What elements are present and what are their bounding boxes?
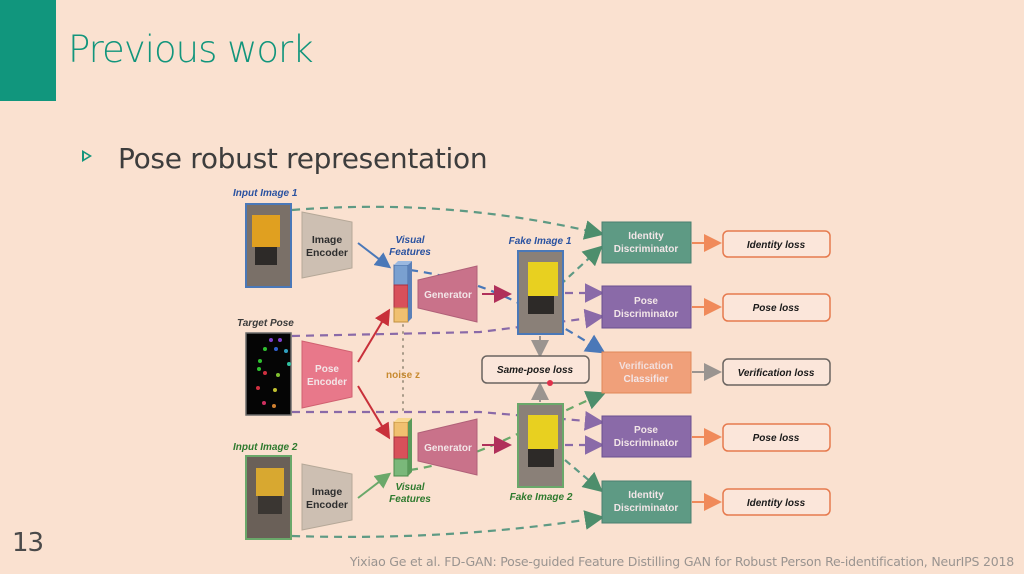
- visual-features-1-stack: [393, 261, 412, 323]
- image-encoder-1-line2: Encoder: [306, 247, 348, 259]
- input-image-2-label: Input Image 2: [233, 442, 298, 453]
- pose-discriminator-1-line2: Discriminator: [614, 309, 679, 320]
- slide-title: Previous work: [68, 28, 314, 71]
- fake-image-2-shorts: [528, 449, 554, 467]
- fake-image-1-person: [528, 262, 558, 296]
- pose-keypoints: [256, 338, 291, 408]
- generator-2: [417, 418, 478, 476]
- bullet-text: Pose robust representation: [118, 142, 488, 175]
- fake-image-1-label: Fake Image 1: [509, 236, 572, 247]
- arrow-pose-to-features-1: [357, 308, 391, 363]
- input-image-1-label: Input Image 1: [233, 188, 298, 199]
- dashed-input2-to-identity-disc: [291, 510, 605, 538]
- input-image-2-person: [256, 468, 284, 496]
- pose-encoder: [301, 340, 353, 409]
- image-encoder-1-line1: Image: [312, 234, 343, 246]
- image-encoder-2-line1: Image: [312, 486, 343, 498]
- arrow-encoder1-to-features: [357, 242, 392, 269]
- pose-loss-2-label: Pose loss: [753, 433, 800, 444]
- fake-image-2-label: Fake Image 2: [510, 492, 573, 503]
- visual-features-1-line1: Visual: [395, 235, 424, 246]
- identity-loss-1-box: [722, 230, 831, 258]
- page-number: 13: [12, 528, 44, 558]
- target-pose-label: Target Pose: [237, 318, 294, 329]
- pose-loss-1-box: [722, 293, 831, 322]
- dashed-input1-to-identity-disc: [291, 205, 605, 240]
- identity-discriminator-2: [601, 480, 692, 524]
- bullet-triangle-icon: [82, 150, 92, 162]
- dashed-visual1-to-verification: [409, 268, 606, 354]
- pose-encoder-line1: Pose: [315, 364, 339, 375]
- dashed-fake2-to-identity-disc: [564, 459, 604, 493]
- identity-discriminator-1: [601, 221, 692, 264]
- verification-classifier: [601, 351, 692, 394]
- identity-discriminator-2-line1: Identity: [628, 490, 664, 501]
- same-pose-loss-box: [481, 355, 590, 384]
- visual-features-2-line1: Visual: [395, 482, 424, 493]
- identity-loss-1-label: Identity loss: [747, 240, 806, 251]
- pose-discriminator-1-line1: Pose: [634, 296, 658, 307]
- title-accent-block: [0, 0, 56, 101]
- input-image-1-person: [252, 215, 280, 247]
- citation: Yixiao Ge et al. FD-GAN: Pose-guided Fea…: [349, 554, 1014, 569]
- visual-features-1-line2: Features: [389, 247, 431, 258]
- noise-z-label: noise z: [386, 370, 420, 381]
- identity-discriminator-2-line2: Discriminator: [614, 503, 679, 514]
- verification-classifier-line1: Verification: [619, 361, 673, 372]
- arrow-pose-to-features-2: [357, 385, 391, 440]
- generator-2-label: Generator: [424, 443, 472, 454]
- fake-image-1-shorts: [528, 296, 554, 314]
- fake-image-2-person: [528, 415, 558, 449]
- generator-1: [417, 265, 478, 323]
- pose-discriminator-2-line1: Pose: [634, 425, 658, 436]
- verification-loss-box: [722, 358, 831, 386]
- image-encoder-1: [301, 211, 353, 279]
- verification-classifier-line2: Classifier: [623, 374, 668, 385]
- pose-discriminator-2: [601, 415, 692, 458]
- identity-loss-2-box: [722, 488, 831, 516]
- pose-loss-1-label: Pose loss: [753, 303, 800, 314]
- same-pose-loss-label: Same-pose loss: [497, 365, 574, 376]
- generator-1-label: Generator: [424, 290, 472, 301]
- target-pose-image: [245, 332, 292, 416]
- identity-discriminator-1-line2: Discriminator: [614, 244, 679, 255]
- cursor-dot: [547, 380, 553, 386]
- pose-discriminator-2-line2: Discriminator: [614, 438, 679, 449]
- pose-loss-2-box: [722, 423, 831, 452]
- pose-discriminator-1: [601, 285, 692, 329]
- input-image-1-shorts: [255, 247, 277, 265]
- input-image-2-shorts: [258, 496, 282, 514]
- visual-features-2-line2: Features: [389, 494, 431, 505]
- arrow-encoder2-to-features: [357, 472, 392, 499]
- visual-features-2-stack: [393, 418, 412, 477]
- identity-discriminator-1-line1: Identity: [628, 231, 664, 242]
- verification-loss-label: Verification loss: [738, 368, 815, 379]
- dashed-fake1-to-identity-disc: [559, 245, 603, 286]
- image-encoder-2-line2: Encoder: [306, 499, 348, 511]
- identity-loss-2-label: Identity loss: [747, 498, 806, 509]
- image-encoder-2: [301, 463, 353, 531]
- pose-encoder-line2: Encoder: [307, 377, 347, 388]
